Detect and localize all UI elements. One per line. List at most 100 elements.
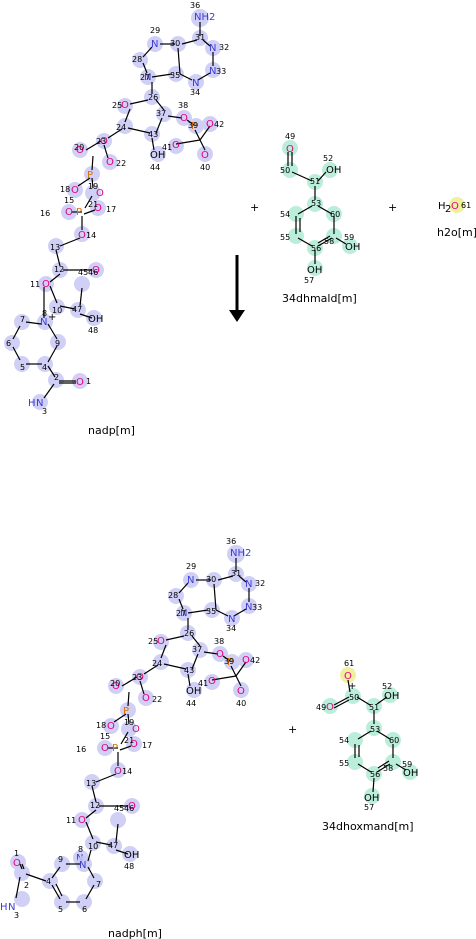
svg-text:O: O	[451, 201, 459, 212]
svg-text:O: O	[101, 743, 109, 754]
svg-text:23: 23	[132, 673, 142, 682]
svg-text:N: N	[245, 602, 252, 613]
svg-text:O: O	[157, 636, 165, 647]
svg-text:36: 36	[226, 537, 236, 546]
svg-text:OH: OH	[326, 165, 341, 176]
plus-sign-1: +	[250, 201, 259, 214]
svg-text:17: 17	[106, 205, 116, 214]
svg-text:4: 4	[42, 363, 47, 372]
svg-text:37: 37	[156, 109, 166, 118]
svg-text:55: 55	[339, 759, 349, 768]
svg-text:4: 4	[46, 877, 51, 886]
svg-text:OH: OH	[88, 314, 103, 325]
svg-text:6: 6	[82, 905, 87, 914]
svg-text:44: 44	[150, 163, 160, 172]
svg-text:28: 28	[132, 55, 142, 64]
svg-text:O: O	[71, 185, 79, 196]
svg-text:N: N	[209, 43, 216, 54]
svg-text:7: 7	[96, 880, 101, 889]
svg-text:44: 44	[186, 699, 196, 708]
svg-text:O: O	[96, 188, 104, 199]
svg-text:15: 15	[64, 196, 74, 205]
svg-text:P: P	[227, 657, 233, 668]
nadp-bonds	[12, 22, 214, 399]
svg-text:16: 16	[76, 745, 86, 754]
dhoxmand-label: 34dhoxmand[m]	[322, 820, 414, 833]
svg-text:N: N	[144, 72, 151, 83]
water-molecule: H 2 O 61 h2o[m]	[437, 197, 476, 239]
svg-text:50: 50	[349, 693, 359, 702]
svg-text:32: 32	[219, 43, 229, 52]
svg-text:58: 58	[383, 764, 393, 773]
svg-text:54: 54	[339, 736, 349, 745]
svg-text:46: 46	[88, 268, 98, 277]
svg-text:27: 27	[176, 609, 186, 618]
svg-text:O: O	[78, 230, 86, 241]
svg-text:OH: OH	[364, 793, 379, 804]
svg-text:40: 40	[200, 163, 210, 172]
svg-text:N: N	[40, 317, 47, 328]
svg-text:41: 41	[198, 679, 208, 688]
svg-text:58: 58	[324, 237, 334, 246]
svg-text:O: O	[92, 265, 100, 276]
svg-text:OH: OH	[307, 265, 322, 276]
svg-text:61: 61	[344, 659, 354, 668]
svg-text:33: 33	[216, 67, 226, 76]
svg-text:60: 60	[330, 210, 340, 219]
nadph-atoms: NH2 N N N N N O O P O O O OH O P O O O O…	[76, 548, 252, 864]
nadp-indices: 36 29 30 31 32 28 33 27 35 34 26 25 37 3…	[6, 1, 229, 416]
svg-text:P: P	[76, 207, 82, 218]
svg-text:34: 34	[226, 624, 236, 633]
svg-text:10: 10	[88, 842, 98, 851]
svg-text:12: 12	[54, 265, 64, 274]
svg-text:O: O	[128, 801, 136, 812]
svg-text:49: 49	[316, 703, 326, 712]
svg-text:17: 17	[142, 741, 152, 750]
svg-text:29: 29	[186, 562, 196, 571]
svg-text:18: 18	[96, 721, 106, 730]
svg-text:O: O	[114, 766, 122, 777]
svg-text:O: O	[180, 113, 188, 124]
svg-text:21: 21	[88, 200, 98, 209]
svg-text:14: 14	[86, 231, 96, 240]
dhoxmand-molecule: O + O OH OH OH 61 49 50 51 52 53 54 60 5…	[316, 659, 418, 833]
svg-text:O: O	[136, 672, 144, 683]
svg-text:41: 41	[162, 143, 172, 152]
svg-text:56: 56	[311, 244, 321, 253]
svg-text:O: O	[201, 150, 209, 161]
svg-text:40: 40	[236, 699, 246, 708]
dhmald-indices: 49 50 51 52 53 54 60 55 56 58 59 57	[280, 132, 354, 285]
svg-text:N: N	[151, 39, 158, 50]
svg-text:30: 30	[170, 39, 180, 48]
svg-text:O: O	[78, 815, 86, 826]
dhmald-atoms: O OH OH OH	[286, 144, 360, 276]
svg-text:O: O	[42, 279, 50, 290]
svg-text:N: N	[245, 579, 252, 590]
svg-text:O: O	[130, 739, 138, 750]
svg-text:16: 16	[40, 209, 50, 218]
svg-text:54: 54	[280, 210, 290, 219]
svg-text:43: 43	[184, 666, 194, 675]
svg-text:39: 39	[188, 121, 198, 130]
svg-text:2: 2	[24, 881, 29, 890]
plus-sign-3: +	[288, 723, 297, 736]
svg-text:25: 25	[112, 101, 122, 110]
svg-text:27: 27	[140, 73, 150, 82]
svg-text:O: O	[242, 655, 250, 666]
svg-text:20: 20	[74, 143, 84, 152]
svg-text:61: 61	[461, 201, 471, 210]
svg-text:55: 55	[280, 233, 290, 242]
svg-text:48: 48	[88, 326, 98, 335]
svg-text:O: O	[94, 203, 102, 214]
svg-text:22: 22	[116, 159, 126, 168]
atom-nh2: NH2	[194, 12, 215, 23]
svg-text:53: 53	[311, 199, 321, 208]
svg-text:14: 14	[122, 767, 132, 776]
svg-text:50: 50	[280, 166, 290, 175]
svg-text:3: 3	[14, 911, 19, 920]
svg-text:O: O	[344, 671, 352, 682]
svg-text:H: H	[28, 398, 36, 409]
svg-text:N: N	[36, 398, 43, 409]
svg-text:20: 20	[110, 679, 120, 688]
svg-text:11: 11	[30, 280, 40, 289]
